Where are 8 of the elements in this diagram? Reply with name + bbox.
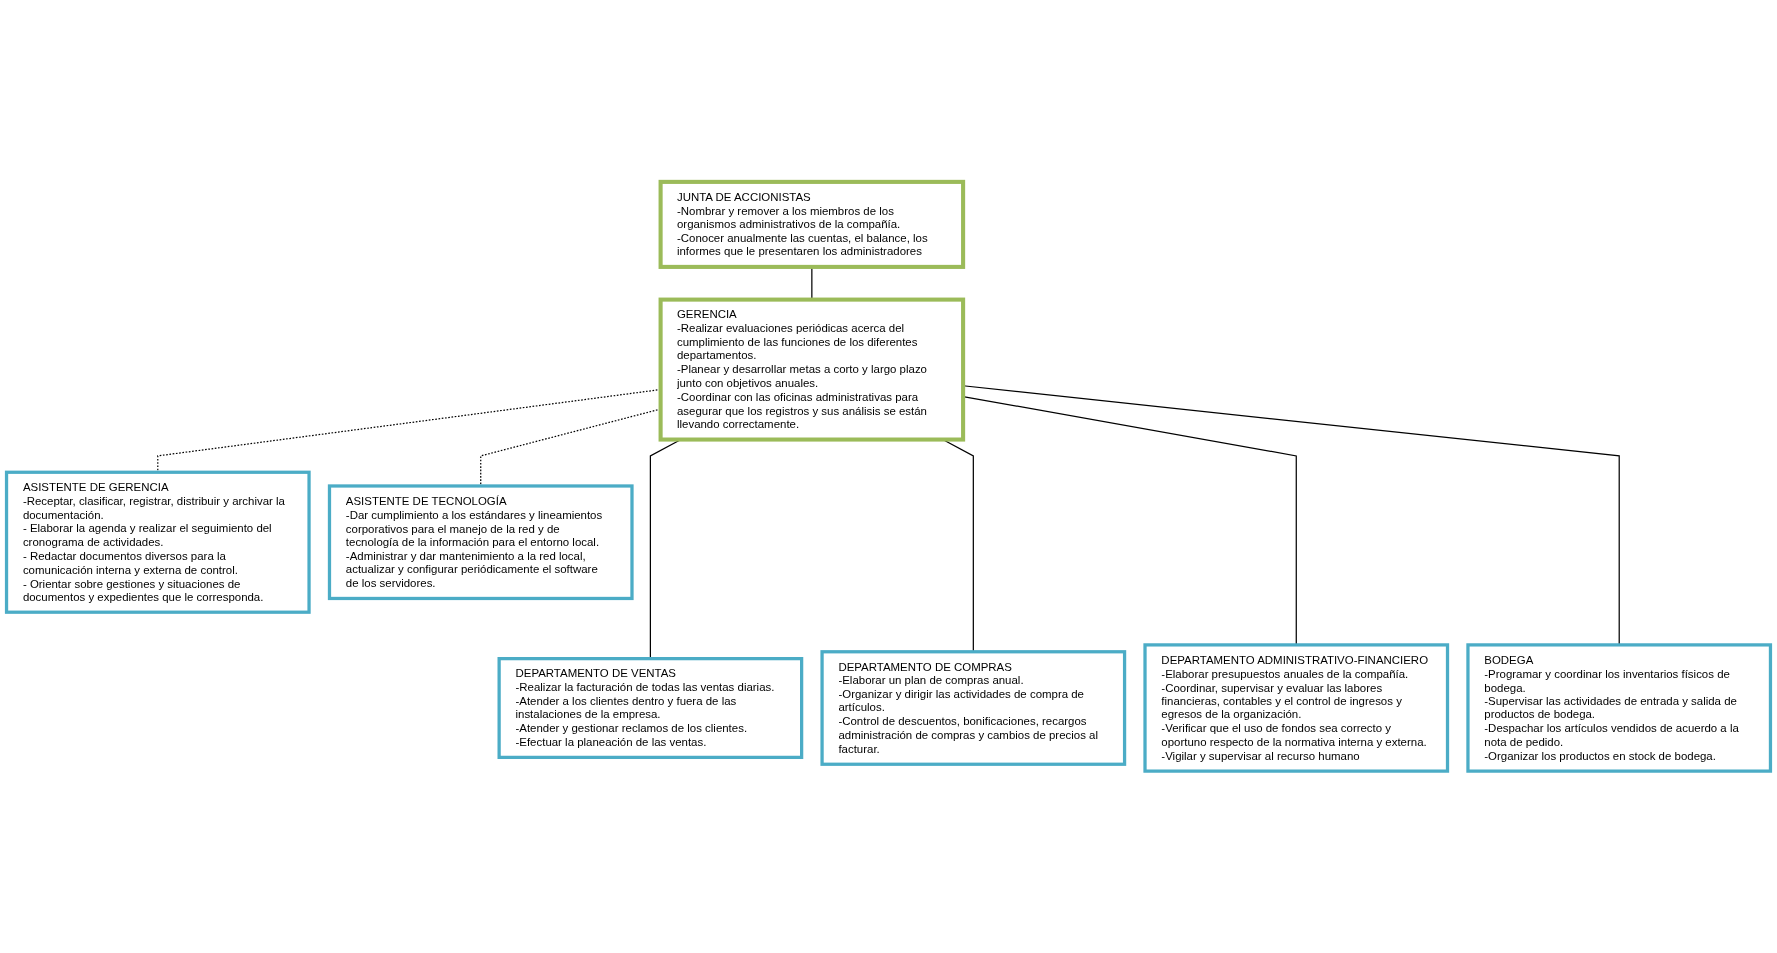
node-box: GERENCIA -Realizar evaluaciones periódicas acerca del cumplimiento de las funciones de los diferentes departamentos. -Planear y desarrollar metas a corto y largo plazo junto con objetivos anuales. -Coordinar con las oficinas administrativas para asegurar que los registros y sus análisis se están llevando correctamente. bbox=[658, 297, 966, 442]
node-box: JUNTA DE ACCIONISTAS -Nombrar y remover a los miembros de los organismos administrativos de la compañía. -Conocer anualmente las cuentas, el balance, los informes que le presentaren los administradores bbox=[658, 179, 966, 269]
node-box: ASISTENTE DE TECNOLOGÍA -Dar cumplimiento a los estándares y lineamientos corporativos para el manejo de la red y de tecnología de la información para el entorno local. -Administrar y dar mantenimiento a la red local, actualizar y configurar periódicamente el software de los servidores. bbox=[327, 484, 634, 601]
node-box: DEPARTAMENTO ADMINISTRATIVO-FINANCIERO -Elaborar presupuestos anuales de la compañía. -Coordinar, supervisar y evaluar las labores financieras, contables y el control de ingresos y egresos de la organización. -Verificar que el uso de fondos sea correcto y oportuno respecto de la normativa interna y externa. -Vigilar y supervisar al recurso humano bbox=[1143, 643, 1450, 773]
node-box: ASISTENTE DE GERENCIA -Receptar, clasificar, registrar, distribuir y archivar la documentación. - Elaborar la agenda y realizar el seguimiento del cronograma de actividades. - Redactar documentos diversos para la comunicación interna y externa de control. - Orientar sobre gestiones y situaciones de documentos y expedientes que le corresponda. bbox=[4, 470, 311, 614]
node-box: DEPARTAMENTO DE VENTAS -Realizar la facturación de todas las ventas diarias. -Atender a los clientes dentro y fuera de las instalaciones de la empresa. -Atender y gestionar reclamos de los clientes. -Efectuar la planeación de las ventas. bbox=[497, 657, 804, 759]
node-box: BODEGA -Programar y coordinar los inventarios físicos de bodega. -Supervisar las actividades de entrada y salida de productos de bodega. -Despachar los artículos vendidos de acuerdo a la nota de pedido. -Organizar los productos en stock de bodega. bbox=[1466, 643, 1773, 773]
node-box: DEPARTAMENTO DE COMPRAS -Elaborar un plan de compras anual. -Organizar y dirigir las actividades de compra de artículos. -Control de descuentos, bonificaciones, recargos administración de compras y cambios de precios al facturar. bbox=[820, 650, 1127, 766]
